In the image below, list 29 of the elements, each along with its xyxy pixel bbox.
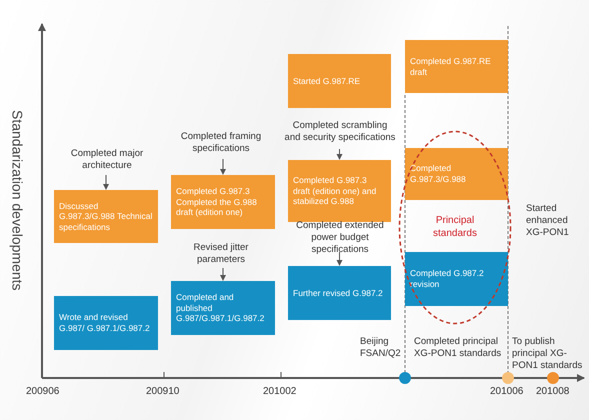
arrow [336, 148, 342, 160]
milestone-box: Completed G.987.3 draft (edition one) and stabilized G.988 [288, 160, 391, 222]
axis-title: Standarization developments [8, 110, 26, 291]
milestone-box: Started G.987.RE [288, 54, 391, 108]
milestone-box: Completed G.987.3 Completed the G.988 draft (edition one) [171, 175, 275, 229]
arrow [220, 158, 226, 175]
annotation-text: Beijing FSAN/Q2 [360, 336, 402, 360]
annotation-text: Completed principal XG-PON1 standards [414, 336, 502, 360]
annotation-text: Completed major architecture [62, 146, 152, 174]
ellipse-label: Principal standards [432, 215, 478, 240]
axis-tick-label: 201008 [536, 386, 570, 398]
arrow [103, 174, 109, 190]
milestone-box: Wrote and revised G.987/ G.987.1/G.987.2 [54, 296, 158, 350]
annotation-text: Started enhanced XG-PON1 [526, 203, 570, 239]
axis-tick-label: 200910 [146, 386, 180, 398]
axis-tick-label: 201002 [263, 386, 298, 398]
milestone-box: Discussed G.987.3/G.988 Technical specifications [54, 190, 158, 243]
milestone-box: Further revised G.987.2 [288, 266, 391, 320]
axis-tick-label: 201006 [490, 386, 524, 398]
milestone-box: Completed G.987.RE draft [405, 40, 508, 93]
axis-tick-label: 200906 [26, 386, 60, 398]
arrow [220, 268, 226, 281]
principal-standards-ellipse [398, 130, 512, 325]
annotation-text: To publish principal XG-PON1 standards [512, 336, 584, 372]
annotation-text: Completed scrambling and security specifications [284, 116, 396, 148]
arrow [336, 252, 342, 266]
milestone-box: Completed and published G.987/G.987.1/G.987.2 [171, 281, 275, 335]
annotation-text: Completed framing specifications [176, 128, 266, 158]
annotation-text: Revised jitter parameters [176, 241, 266, 267]
